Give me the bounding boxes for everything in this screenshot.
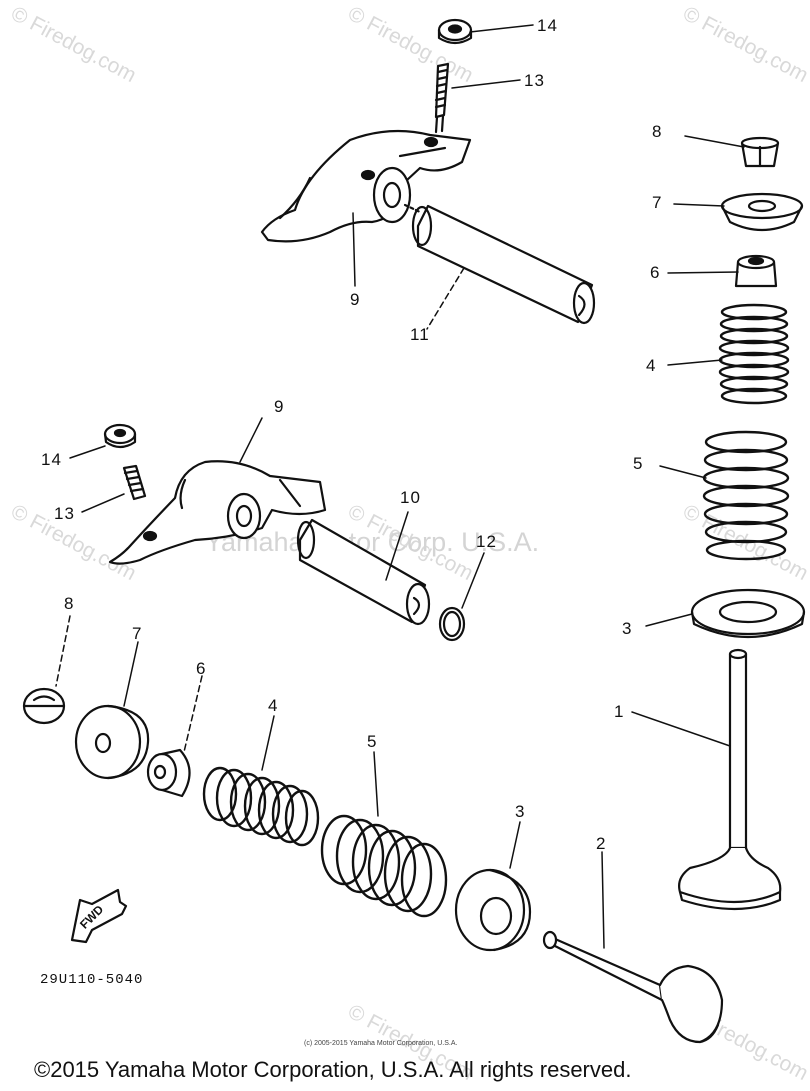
callout-4-lower: 4 [268,696,279,715]
valve-stem-seal-part [146,748,191,798]
callout-4-right: 4 [646,356,657,375]
o-ring-part [438,606,466,642]
center-watermark: Yamaha Motor Corp. U.S.A. [205,527,540,557]
callout-13-upper: 13 [524,71,545,90]
callout-6-lower: 6 [196,659,207,678]
callout-14-lower: 14 [41,450,62,469]
callout-12: 12 [476,532,497,551]
spring-retainer-part [74,704,150,780]
callout-7-lower: 7 [132,624,143,643]
footer-copyright: ©2015 Yamaha Motor Corporation, U.S.A. A… [34,1057,632,1082]
spring-retainer-part [720,192,804,232]
callout-11: 11 [410,325,430,344]
callout-2: 2 [596,834,607,853]
rocker-arm-part [108,460,327,565]
callout-6-right: 6 [650,263,661,282]
collet-part [22,687,66,725]
callout-8-right: 8 [652,122,663,141]
callout-9-lower: 9 [274,397,285,416]
callout-9-upper: 9 [350,290,361,309]
spring-seat-part [690,588,806,638]
intake-valve-part [678,648,782,911]
inner-spring-part [718,303,790,405]
collet-part [740,136,780,168]
callout-3-lower: 3 [515,802,526,821]
outer-spring-part [702,430,790,561]
callout-1: 1 [614,702,625,721]
rocker-shaft-part [403,203,596,325]
diagram-part-code: 29U110-5040 [40,972,144,988]
adjusting-screw-part [434,62,450,134]
locknut-part [103,423,137,449]
valve-stem-seal-part [734,254,778,288]
callout-8-lower: 8 [64,594,75,613]
outer-spring-part [320,814,448,918]
exhaust-valve-part [542,930,724,1044]
spring-seat-part [454,868,532,952]
callout-3-right: 3 [622,619,633,638]
callout-14-upper: 14 [537,16,558,35]
small-copyright: (c) 2005-2015 Yamaha Motor Corporation, … [304,1040,458,1047]
callout-10: 10 [400,488,421,507]
rocker-arm-part [260,129,472,243]
callout-5-lower: 5 [367,732,378,751]
callout-5-right: 5 [633,454,644,473]
locknut-part [437,18,473,45]
callout-13-lower: 13 [54,504,75,523]
inner-spring-part [202,766,320,847]
callout-7-right: 7 [652,193,663,212]
fwd-arrow-icon [70,888,128,944]
adjusting-screw-part [122,464,147,501]
rocker-shaft-part [296,518,431,626]
